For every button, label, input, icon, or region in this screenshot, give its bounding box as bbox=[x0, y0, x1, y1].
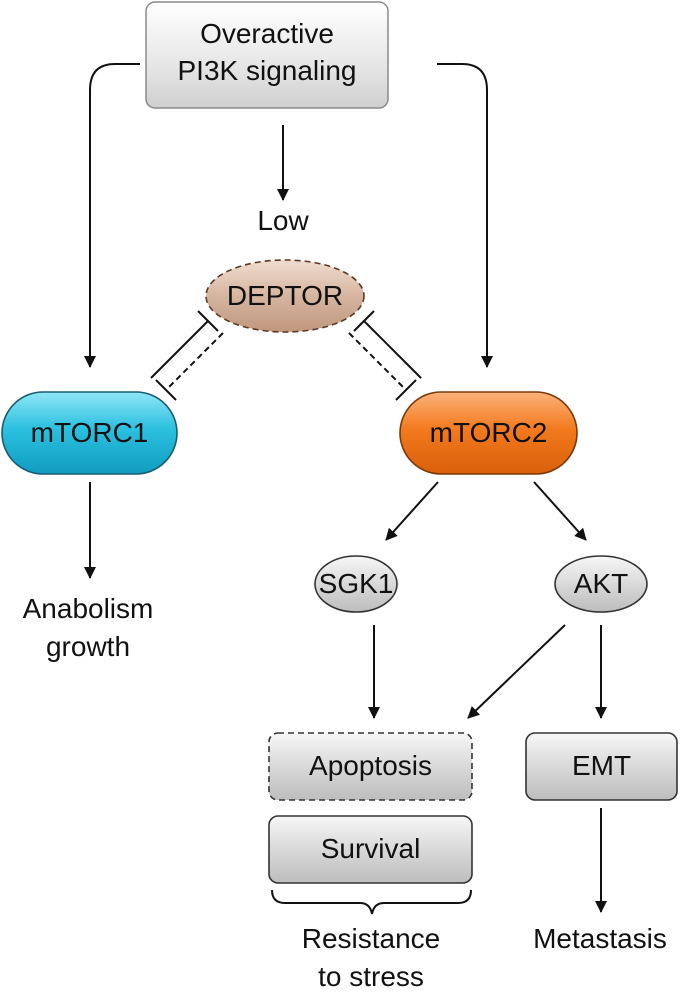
pi3k-label-line2: PI3K signaling bbox=[177, 55, 357, 86]
arrow-mtorc2-to-sgk1 bbox=[385, 481, 439, 541]
survival-label: Survival bbox=[320, 833, 421, 864]
apoptosis-label: Apoptosis bbox=[309, 750, 432, 781]
mtorc1-node bbox=[1, 391, 178, 475]
mtorc1-label: mTORC1 bbox=[30, 417, 149, 448]
metastasis-label: Metastasis bbox=[533, 923, 667, 954]
sgk1-label: SGK1 bbox=[318, 568, 394, 599]
inhibit-mtorc2-to-deptor-dashed bbox=[348, 332, 407, 391]
sgk1-node bbox=[314, 555, 398, 613]
inhibit-deptor-to-mtorc2-solid bbox=[363, 320, 422, 379]
low-label: Low bbox=[257, 205, 309, 236]
anabolism-label-line1: Anabolism bbox=[22, 593, 154, 624]
akt-node bbox=[554, 555, 648, 613]
resistance-bracket bbox=[271, 889, 472, 915]
akt-label: AKT bbox=[573, 568, 629, 599]
inhibit-deptor-to-mtorc1-bar bbox=[197, 310, 219, 332]
pi3k-box bbox=[145, 1, 389, 109]
inhibit-mtorc1-to-deptor-dashed bbox=[165, 332, 224, 391]
arrow-mtorc2-to-akt bbox=[533, 481, 587, 541]
resistance-label-line2: to stress bbox=[318, 961, 424, 992]
survival-box bbox=[268, 815, 473, 884]
inhibit-mtorc1-to-deptor-bar bbox=[155, 379, 177, 401]
pi3k-label-line1: Overactive bbox=[200, 18, 334, 49]
inhibit-mtorc2-to-deptor-bar bbox=[395, 379, 417, 401]
resistance-label-line1: Resistance bbox=[301, 923, 441, 954]
deptor-node bbox=[205, 259, 365, 333]
emt-label: EMT bbox=[571, 750, 632, 781]
deptor-label: DEPTOR bbox=[226, 280, 344, 311]
arrow-pi3k-to-mtorc1 bbox=[84, 63, 140, 368]
emt-box bbox=[525, 732, 678, 801]
mtorc2-label: mTORC2 bbox=[429, 417, 548, 448]
inhibit-deptor-to-mtorc1-solid bbox=[150, 320, 209, 379]
inhibit-deptor-to-mtorc2-bar bbox=[353, 310, 375, 332]
arrow-pi3k-to-mtorc2 bbox=[437, 63, 493, 368]
apoptosis-box bbox=[268, 732, 473, 801]
arrow-akt-to-apoptosis bbox=[467, 624, 566, 719]
mtorc2-node bbox=[399, 391, 578, 475]
anabolism-label-line2: growth bbox=[45, 631, 131, 662]
